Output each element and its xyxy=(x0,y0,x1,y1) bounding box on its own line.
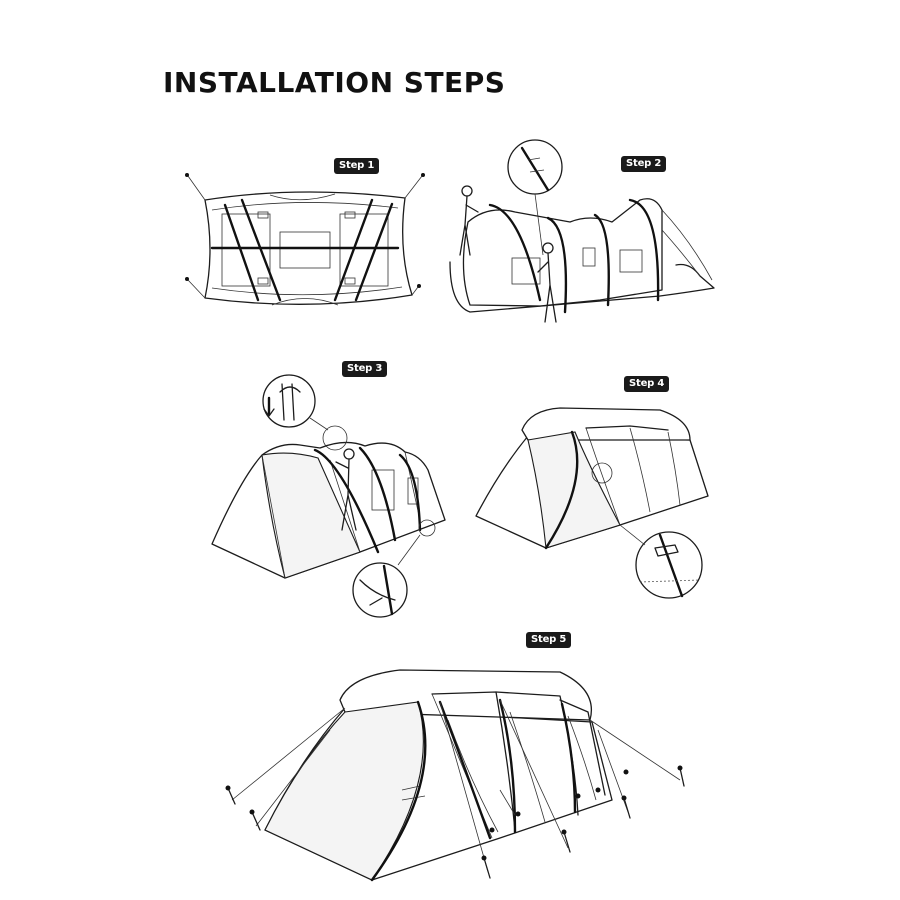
step-2-illustration xyxy=(449,139,715,323)
step-3-badge: Step 3 xyxy=(342,361,388,377)
step-3-illustration xyxy=(211,374,446,618)
step-5-illustration xyxy=(225,669,685,882)
step-2-badge: Step 2 xyxy=(621,156,667,172)
step-4-badge: Step 4 xyxy=(624,376,670,392)
step-1-badge: Step 1 xyxy=(334,158,380,174)
step-4-illustration xyxy=(475,407,709,599)
step-1-illustration xyxy=(185,173,425,306)
step-5-badge: Step 5 xyxy=(526,632,572,648)
page-title: INSTALLATION STEPS xyxy=(163,66,506,99)
